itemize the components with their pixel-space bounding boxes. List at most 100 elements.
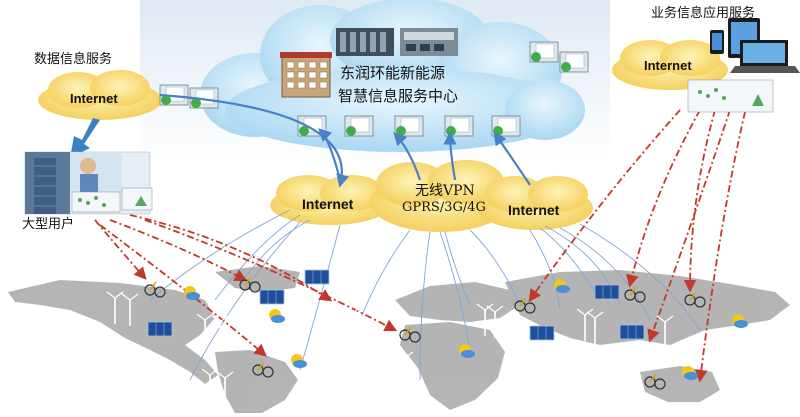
cloud-wireless-vpn <box>370 160 510 232</box>
network-link-line <box>393 132 422 181</box>
control-room-photo <box>400 28 458 56</box>
server-icon <box>491 115 521 137</box>
weather-sun-icon <box>459 344 475 358</box>
wind-turbine-icon <box>196 313 214 346</box>
dashboard-panel-right <box>687 79 774 113</box>
weather-station-icon <box>644 373 666 390</box>
network-link-line <box>529 229 561 311</box>
solar-panel-icon <box>619 324 645 340</box>
weather-sun-icon <box>554 279 570 293</box>
wind-turbine-icon <box>476 303 494 336</box>
facility-icons <box>106 269 748 408</box>
weather-station-icon <box>144 281 166 298</box>
server-icon <box>297 115 327 137</box>
weather-station-icon <box>239 276 261 293</box>
server-icon <box>344 115 374 137</box>
wind-turbine-icon <box>341 308 359 341</box>
network-link-line <box>318 128 342 181</box>
bottom-right-internet-label: Internet <box>508 202 560 218</box>
wireless-vpn-label: 无线VPN <box>415 183 475 199</box>
download-arrow <box>70 118 100 158</box>
weather-sun-icon <box>269 309 285 323</box>
wind-turbine-icon <box>383 348 401 381</box>
large-users-label: 大型用户 <box>22 217 75 232</box>
wind-turbine-icon <box>601 373 619 406</box>
wind-turbine-icon <box>351 311 369 344</box>
network-link-line <box>539 227 601 301</box>
network-link-line <box>469 229 521 306</box>
service-flow-line <box>683 109 716 293</box>
center-title-line1: 东润环能新能源 <box>340 64 446 82</box>
network-link-line <box>443 131 457 181</box>
map-north-america <box>8 280 218 384</box>
data-center-building-icon <box>280 52 332 98</box>
weather-sun-icon <box>291 354 307 368</box>
network-link-line <box>159 93 350 188</box>
map-europe <box>395 282 520 322</box>
solar-panel-icon <box>259 289 285 305</box>
network-link-line <box>439 231 471 351</box>
bottom-left-internet-label: Internet <box>302 196 354 212</box>
service-flow-line <box>626 109 701 288</box>
wireless-network-types-label: GPRS/3G/4G <box>402 200 486 215</box>
wind-turbine-icon <box>586 311 604 344</box>
weather-station-icon <box>399 326 421 343</box>
server-icon <box>159 84 189 106</box>
network-link-line <box>359 229 411 321</box>
left-internet-label: Internet <box>70 91 118 106</box>
business-service-label: 业务信息应用服务 <box>651 6 756 21</box>
weather-station-icon <box>624 286 646 303</box>
world-map <box>8 266 790 413</box>
network-link-line <box>189 221 301 381</box>
weather-station-icon <box>684 291 706 308</box>
large-users-panel <box>24 151 153 215</box>
wind-turbine-icon <box>201 368 219 401</box>
wind-turbine-icon <box>121 293 139 326</box>
network-link-line <box>299 224 341 371</box>
skyscraper-photo <box>25 152 70 214</box>
weather-sun-icon <box>732 314 748 328</box>
solar-panel-icon <box>304 269 330 285</box>
server-icon <box>444 115 474 137</box>
solar-panel-icon <box>594 284 620 300</box>
service-flow-line <box>647 109 731 343</box>
center-title-line2: 智慧信息服务中心 <box>338 87 459 105</box>
wind-turbine-icon <box>486 305 504 338</box>
wind-turbine-icon <box>576 308 594 341</box>
service-flow-links <box>94 109 746 383</box>
map-south-america <box>215 350 298 413</box>
wind-turbine-icon <box>396 351 414 384</box>
service-flow-line <box>528 109 681 303</box>
service-flow-line <box>129 214 333 302</box>
map-asia <box>505 270 790 345</box>
server-icon <box>529 41 559 63</box>
analyst-photo <box>70 152 122 192</box>
network-link-line <box>444 231 471 306</box>
dashboard-screen-2 <box>71 191 121 213</box>
solar-panel-icon <box>529 325 555 341</box>
dashboard-screen <box>121 187 153 211</box>
map-australia <box>640 366 720 402</box>
server-icon <box>559 51 589 73</box>
wind-turbine-icon <box>656 315 674 348</box>
service-flow-line <box>109 219 248 282</box>
weather-station-icon <box>252 361 274 378</box>
weather-station-icon <box>514 297 536 314</box>
cloud-left-internet <box>38 70 162 120</box>
weather-sun-icon <box>184 286 200 300</box>
server-room-photo <box>336 28 394 56</box>
network-link-line <box>493 131 531 186</box>
network-link-line <box>214 214 301 301</box>
map-africa <box>400 322 505 410</box>
weather-sun-icon <box>682 366 698 380</box>
map-greenland <box>215 266 300 292</box>
right-internet-label: Internet <box>644 58 692 73</box>
data-service-label: 数据信息服务 <box>34 52 113 67</box>
network-link-line <box>419 231 431 381</box>
wind-turbine-icon <box>106 291 124 324</box>
wind-turbine-icon <box>613 375 631 408</box>
server-icon <box>394 115 424 137</box>
network-link-line <box>579 223 701 331</box>
wind-turbine-icon <box>216 371 234 404</box>
